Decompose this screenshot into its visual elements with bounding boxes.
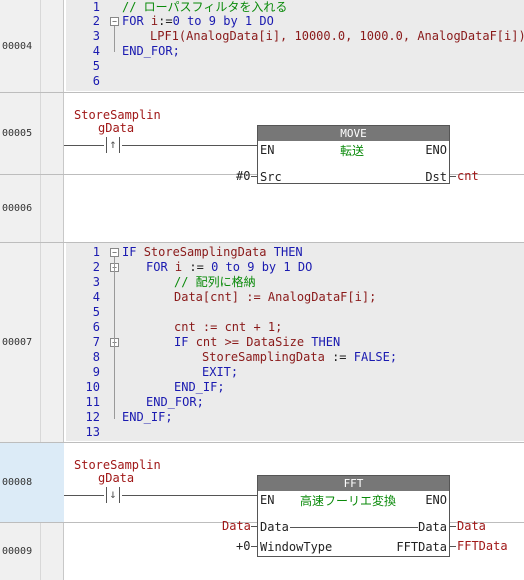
st-inline-block-2[interactable]: 1−IF StoreSamplingData THEN 2−FOR i := 0… bbox=[66, 243, 524, 441]
fb-pin-eno: ENO bbox=[425, 493, 447, 507]
contact-label: StoreSamplin bbox=[74, 108, 161, 122]
fold-guide bbox=[114, 26, 115, 52]
fold-toggle-icon[interactable]: − bbox=[110, 248, 119, 257]
arrow-down-icon: ↓ bbox=[109, 487, 117, 501]
fb-pin-eno: ENO bbox=[425, 143, 447, 157]
wire bbox=[450, 546, 456, 547]
rung-number-00009[interactable]: 00009 bbox=[2, 545, 33, 557]
fb-title: FFT bbox=[258, 476, 449, 491]
windowtype-constant[interactable]: +0 bbox=[236, 539, 251, 553]
rung-number-00004[interactable]: 00004 bbox=[2, 40, 33, 52]
wire bbox=[251, 176, 258, 177]
fb-comment: 転送 bbox=[340, 144, 365, 158]
data-input-variable[interactable]: Data bbox=[222, 519, 251, 533]
rising-edge-contact[interactable]: ↑ bbox=[102, 137, 124, 153]
st-comment: // ローパスフィルタを入れる bbox=[122, 0, 288, 14]
wire bbox=[251, 526, 258, 527]
fold-toggle-icon[interactable]: − bbox=[110, 17, 119, 26]
fb-pin-en: EN bbox=[260, 143, 275, 157]
wire bbox=[122, 145, 258, 146]
src-constant[interactable]: #0 bbox=[236, 169, 251, 183]
fft-function-block[interactable]: FFT EN 高速フーリエ変換 ENO Data Data WindowType… bbox=[257, 475, 450, 557]
fb-pin-en: EN bbox=[260, 493, 275, 507]
fftdata-output-variable[interactable]: FFTData bbox=[457, 539, 508, 553]
fb-pin-fftdata: FFTData bbox=[396, 540, 447, 554]
contact-label: gData bbox=[98, 471, 135, 485]
arrow-up-icon: ↑ bbox=[109, 137, 117, 151]
fb-pin-data-out: Data bbox=[418, 520, 447, 534]
rung-separator bbox=[0, 92, 524, 93]
rung-separator bbox=[0, 242, 524, 243]
fb-comment: 高速フーリエ変換 bbox=[300, 494, 397, 508]
fb-title: MOVE bbox=[258, 126, 449, 141]
rung-number-00005[interactable]: 00005 bbox=[2, 127, 33, 139]
fb-pin-src: Src bbox=[260, 170, 282, 184]
fb-pin-dst: Dst bbox=[425, 170, 447, 184]
data-output-variable[interactable]: Data bbox=[457, 519, 486, 533]
rung-number-00008[interactable]: 00008 bbox=[0, 442, 64, 522]
fold-guide bbox=[114, 257, 115, 419]
contact-label: StoreSamplin bbox=[74, 458, 161, 472]
inout-passthrough-wire bbox=[290, 527, 418, 528]
rung-separator bbox=[0, 442, 524, 443]
wire bbox=[64, 495, 104, 496]
st-inline-block-1[interactable]: 1// ローパスフィルタを入れる 2−FOR i:=0 to 9 by 1 DO… bbox=[66, 0, 524, 91]
contact-label: gData bbox=[98, 121, 135, 135]
wire bbox=[450, 176, 456, 177]
wire bbox=[450, 526, 456, 527]
move-function-block[interactable]: MOVE EN 転送 ENO Src Dst bbox=[257, 125, 450, 184]
wire bbox=[122, 495, 258, 496]
wire bbox=[251, 546, 258, 547]
fb-pin-data-in: Data bbox=[260, 520, 289, 534]
fb-pin-windowtype: WindowType bbox=[260, 540, 333, 554]
rung-number-00007[interactable]: 00007 bbox=[2, 336, 33, 348]
dst-variable[interactable]: cnt bbox=[457, 169, 479, 183]
falling-edge-contact[interactable]: ↓ bbox=[102, 487, 124, 503]
rung-number-00006[interactable]: 00006 bbox=[2, 202, 33, 214]
wire bbox=[64, 145, 104, 146]
